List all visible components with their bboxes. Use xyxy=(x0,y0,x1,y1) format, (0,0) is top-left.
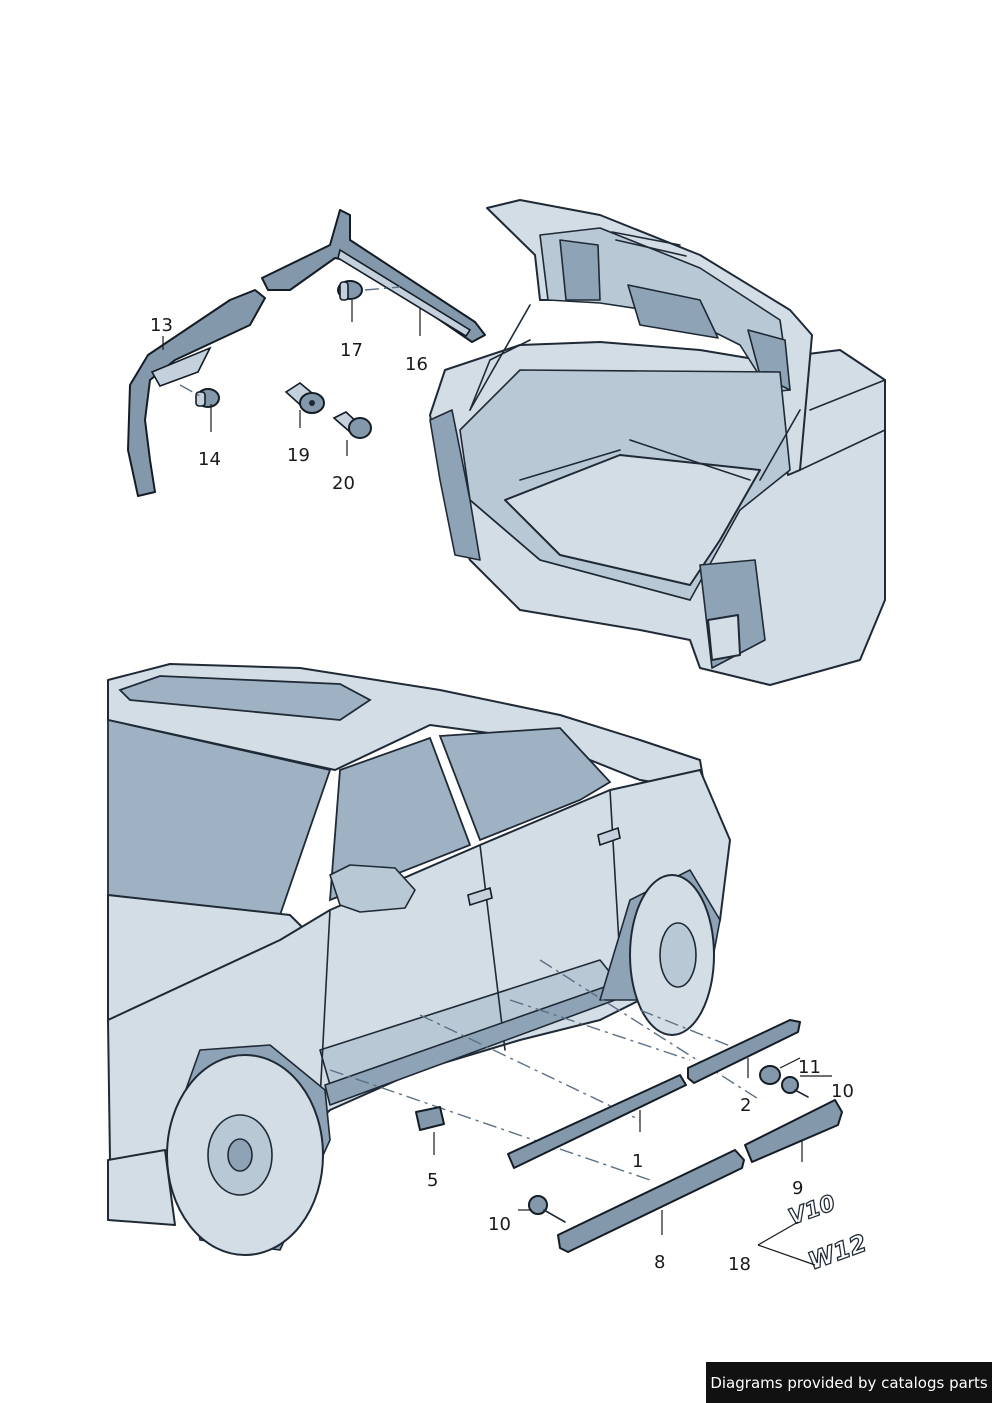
badge-w12: W12 xyxy=(804,1229,870,1276)
clip-14 xyxy=(195,388,220,408)
trunk-trim-parts xyxy=(127,209,486,497)
sedan-illustration xyxy=(107,663,731,1256)
leader-lines xyxy=(162,300,832,1266)
screw-10-upper xyxy=(781,1076,809,1098)
callout-16: 16 xyxy=(405,354,428,375)
callout-2: 2 xyxy=(740,1095,751,1116)
callout-14: 14 xyxy=(198,449,221,470)
callout-20: 20 xyxy=(332,473,355,494)
trim-strip-2 xyxy=(687,1019,801,1084)
callout-18: 18 xyxy=(728,1254,751,1275)
grommet-11 xyxy=(759,1065,781,1085)
trim-part-13 xyxy=(127,289,266,497)
clip-17 xyxy=(337,280,363,301)
callout-5: 5 xyxy=(427,1170,438,1191)
callout-17: 17 xyxy=(340,340,363,361)
callout-8: 8 xyxy=(654,1252,665,1273)
trim-strip-9 xyxy=(744,1099,843,1163)
catalog-credit-banner: Diagrams provided by catalogs parts xyxy=(706,1362,992,1403)
callout-10-lower: 10 xyxy=(488,1214,511,1235)
callout-10-upper: 10 xyxy=(831,1081,854,1102)
callout-labels: 13 14 17 16 19 20 11 10 2 1 5 9 10 8 18 xyxy=(150,315,854,1275)
trim-strip-1 xyxy=(507,1074,687,1169)
trunk-illustration xyxy=(429,199,886,686)
callout-11: 11 xyxy=(798,1057,821,1078)
fastener-19 xyxy=(284,382,325,414)
callout-1-upper: 1 xyxy=(632,1151,643,1172)
callout-9: 9 xyxy=(792,1178,803,1199)
side-trim-parts: V10 W12 xyxy=(329,959,871,1276)
callout-13: 13 xyxy=(150,315,173,336)
screw-10-lower xyxy=(528,1195,566,1223)
callout-19: 19 xyxy=(287,445,310,466)
fastener-20 xyxy=(332,411,372,439)
clip-5 xyxy=(415,1106,445,1131)
trim-strip-8 xyxy=(557,1149,745,1253)
